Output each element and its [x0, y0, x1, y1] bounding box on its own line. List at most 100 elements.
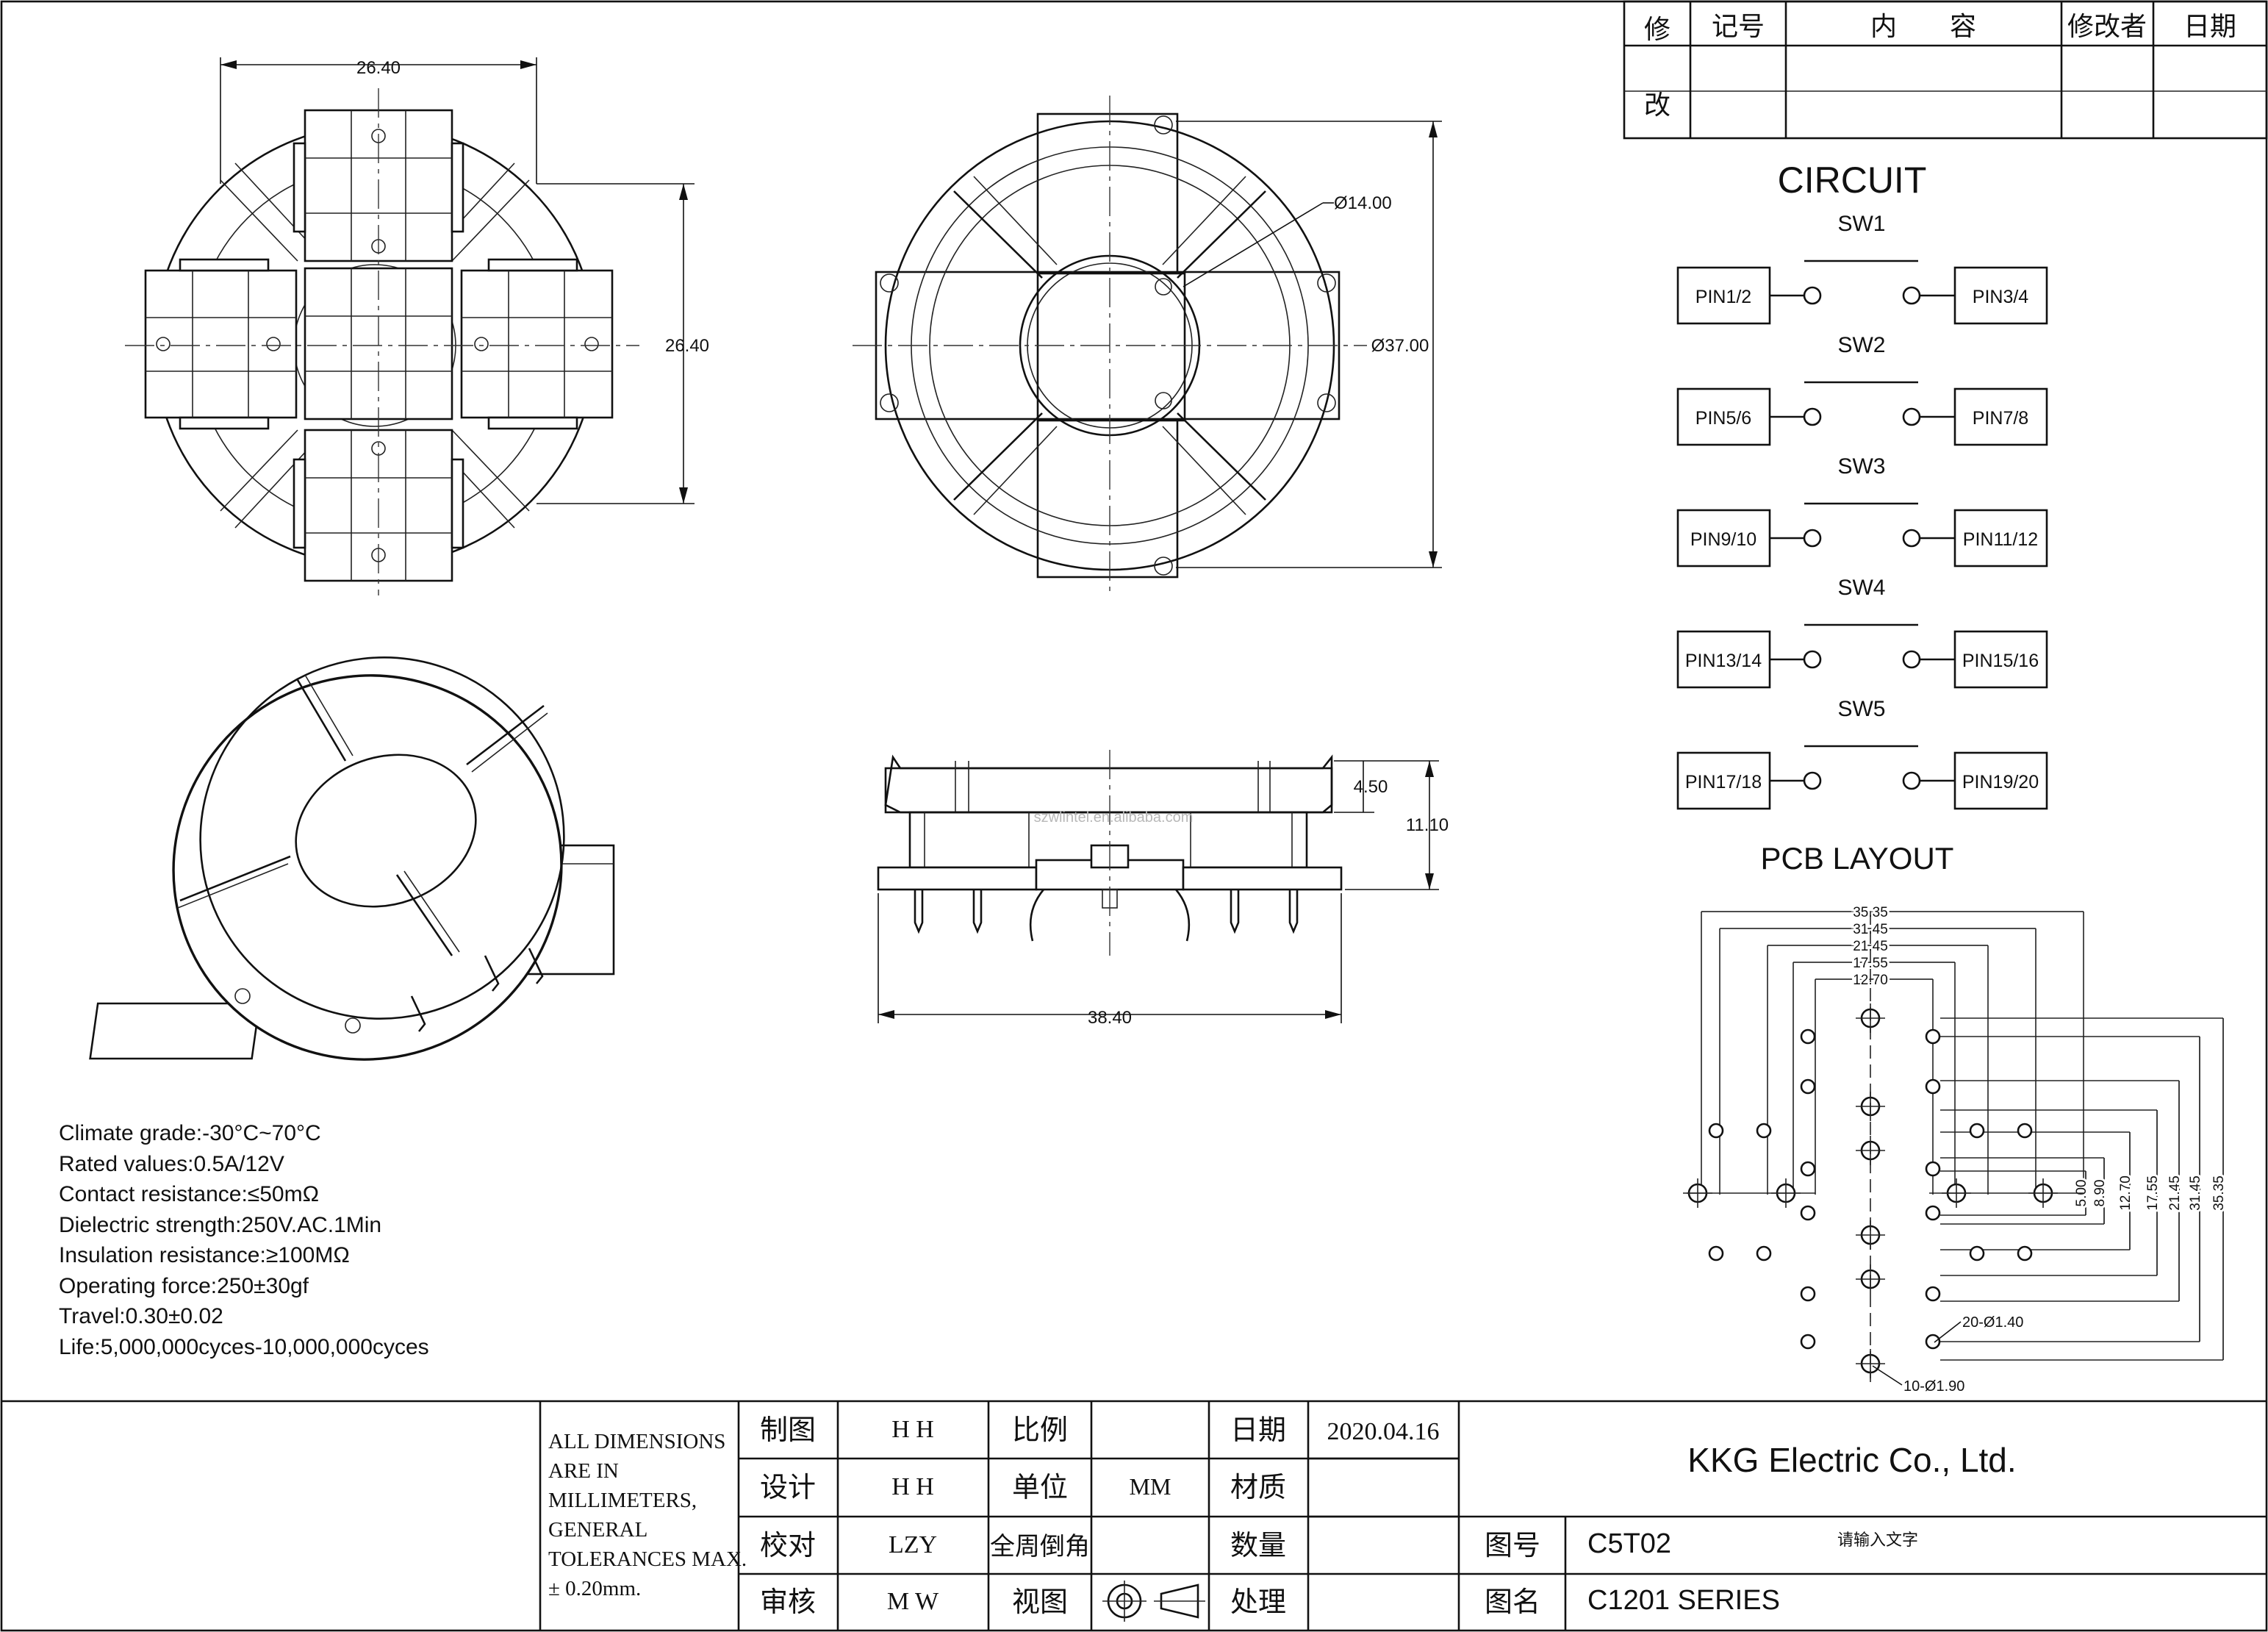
rev-header-4: 日期: [2183, 12, 2236, 41]
front-view: Ø14.00 Ø37.00: [853, 96, 1442, 595]
switch-label: SW3: [1837, 454, 1885, 479]
spec-line: Life:5,000,000cyces-10,000,000cyces: [59, 1334, 429, 1359]
side-view: szwlintel.en.alibaba.com 38.40 4.50 11.1…: [877, 750, 1449, 1028]
pcb-hole-small: [1925, 1161, 1941, 1177]
pcb-hole-small: [1969, 1123, 1985, 1139]
rev-row2-label: 改: [1644, 90, 1671, 120]
pin-label-right: PIN11/12: [1963, 529, 2038, 550]
pcb-hole-small: [1800, 1161, 1816, 1177]
tolerance-note-line: ALL DIMENSIONS: [548, 1430, 725, 1453]
top-width-dim: 26.40: [356, 58, 401, 78]
pin-box-right: [1953, 630, 2048, 689]
pcb-vdim-label: 8.90: [2092, 1180, 2108, 1207]
rev-header-3: 修改者: [2067, 12, 2147, 41]
top-height-dim: 26.40: [665, 336, 709, 356]
pcb-hole-small: [1800, 1334, 1816, 1350]
switch-label: SW2: [1837, 333, 1885, 357]
pcb-vdim-label: 21.45: [2167, 1175, 2183, 1211]
spec-line: Dielectric strength:250V.AC.1Min: [59, 1212, 382, 1237]
contact-left: [1803, 286, 1822, 305]
front-outer-dim: Ø37.00: [1371, 336, 1429, 356]
pcb-hole-small: [1925, 1205, 1941, 1221]
company-name: KKG Electric Co., Ltd.: [1687, 1441, 2016, 1479]
side-height-total-dim: 11.10: [1406, 815, 1449, 835]
pcb-hole-small: [2017, 1123, 2033, 1139]
tb-name-label: 图名: [1485, 1587, 1540, 1618]
tb-drawn-value: H H: [891, 1416, 934, 1443]
contact-left: [1803, 407, 1822, 426]
pin-box-left: [1676, 387, 1771, 446]
tolerance-note-line: MILLIMETERS,: [548, 1489, 697, 1512]
rev-header-0: 修: [1644, 15, 1671, 44]
switch-label: SW4: [1837, 576, 1885, 600]
pcb-hdim-label: 35.35: [1853, 905, 1888, 920]
pcb-hole-note-large: 10-Ø1.90: [1903, 1378, 1964, 1395]
spec-line: Contact resistance:≤50mΩ: [59, 1182, 320, 1206]
side-watermark: szwlintel.en.alibaba.com: [1034, 809, 1194, 826]
pcb-vdim-label: 35.35: [2211, 1175, 2227, 1211]
pcb-layout: PCB LAYOUT 35.3531.4521.4517.5512.705.00…: [1683, 841, 2229, 1395]
spec-line: Insulation resistance:≥100MΩ: [59, 1243, 350, 1267]
spec-line: Climate grade:-30°C~70°C: [59, 1121, 321, 1145]
pin-label-left: PIN5/6: [1695, 408, 1751, 429]
title-block: 制图 H H 比例 日期 2020.04.16 设计 H H 单位 MM 材质 …: [1, 1400, 2267, 1631]
pcb-hole-small: [1756, 1123, 1772, 1139]
pcb-hole-small: [1708, 1123, 1724, 1139]
pcb-hole-small: [1969, 1245, 1985, 1261]
tb-design-label: 设计: [760, 1472, 816, 1503]
pcb-hole-note-small: 20-Ø1.40: [1962, 1314, 2023, 1331]
pcb-vdim-label: 12.70: [2118, 1175, 2134, 1211]
tb-view-label: 视图: [1012, 1587, 1068, 1618]
spec-line: Rated values:0.5A/12V: [59, 1151, 284, 1176]
tb-drawing-no-label: 图号: [1485, 1531, 1540, 1561]
pin-box-right: [1953, 751, 2048, 810]
tb-name-value: C1201 SERIES: [1587, 1585, 1780, 1616]
tb-design-value: H H: [891, 1473, 934, 1500]
pcb-hole-small: [1925, 1078, 1941, 1095]
pcb-title: PCB LAYOUT: [1761, 841, 1954, 876]
pcb-hole-small: [1925, 1334, 1941, 1350]
contact-left: [1803, 650, 1822, 669]
spec-line: Operating force:250±30gf: [59, 1273, 309, 1298]
pcb-hole-small: [1800, 1028, 1816, 1045]
pin-box-right: [1953, 509, 2048, 568]
pin-label-right: PIN19/20: [1962, 772, 2039, 792]
contact-right: [1902, 650, 1921, 669]
tb-quantity-label: 数量: [1230, 1531, 1286, 1561]
revision-table: 修 改 记号 内 容 修改者 日期: [1623, 0, 2268, 140]
tb-material-label: 材质: [1230, 1472, 1286, 1503]
tb-check-value: LZY: [889, 1531, 937, 1558]
tb-unit-value: MM: [1130, 1473, 1171, 1500]
pin-box-left: [1676, 509, 1771, 568]
front-hole-dim: Ø14.00: [1334, 193, 1392, 213]
pin-box-right: [1953, 387, 2048, 446]
rev-header-2: 内 容: [1870, 12, 1976, 41]
pin-label-right: PIN15/16: [1962, 651, 2039, 671]
tolerance-note-line: TOLERANCES MAX.: [548, 1547, 747, 1571]
pcb-hole-small: [1800, 1286, 1816, 1302]
pcb-hole-small: [1925, 1286, 1941, 1302]
contact-right: [1902, 286, 1921, 305]
pin-box-left: [1676, 266, 1771, 325]
tolerance-note-line: ARE IN: [548, 1459, 619, 1483]
pin-label-left: PIN9/10: [1690, 529, 1756, 550]
pcb-hole-small: [1800, 1078, 1816, 1095]
projection-symbol-icon: [1102, 1581, 1205, 1622]
contact-left: [1803, 771, 1822, 790]
side-height-top-dim: 4.50: [1354, 777, 1388, 797]
pin-label-right: PIN3/4: [1973, 287, 2029, 307]
pin-label-right: PIN7/8: [1973, 408, 2028, 429]
tb-check-label: 校对: [760, 1531, 816, 1561]
pcb-hole-small: [1800, 1205, 1816, 1221]
switch-label: SW5: [1837, 697, 1885, 721]
tb-date-value: 2020.04.16: [1327, 1418, 1440, 1445]
pcb-hole-small: [1925, 1028, 1941, 1045]
rev-header-1: 记号: [1712, 12, 1765, 41]
tolerance-note-line: ± 0.20mm.: [548, 1577, 641, 1600]
tb-date-label: 日期: [1230, 1415, 1286, 1446]
contact-left: [1803, 529, 1822, 548]
tb-drawing-no-value: C5T02: [1587, 1528, 1671, 1559]
